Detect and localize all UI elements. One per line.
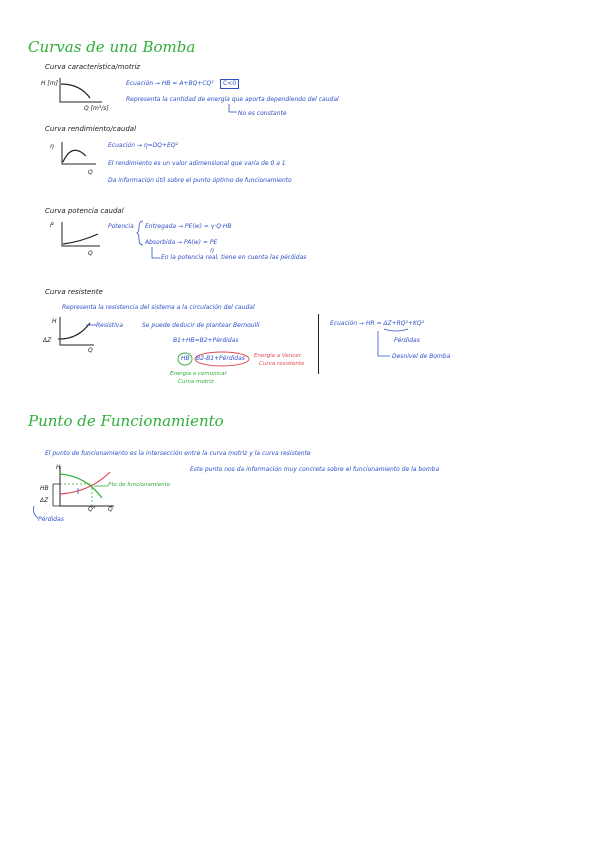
energia-vencer-label: Energía a Vencer — [254, 353, 301, 359]
plot4-resistant-curve — [58, 317, 94, 346]
perdidas-note: Pérdidas — [38, 516, 64, 523]
plot3-x-label: Q — [88, 250, 93, 257]
resistente-description: Representa la resistencia del sistema a … — [62, 304, 255, 311]
equation-annotation-arrows — [377, 328, 409, 357]
highlight-ovals — [177, 351, 250, 367]
plot5-q0-label: Q° — [88, 506, 96, 513]
potencia-label: Potencia — [108, 223, 134, 230]
section-heading-resistente: Curva resistente — [45, 288, 103, 296]
plot4-x-label: Q — [88, 347, 93, 354]
section-heading-potencia: Curva potencia caudal — [45, 207, 124, 215]
motriz-note: No es constante — [238, 110, 287, 117]
arrow-icon — [151, 247, 160, 259]
plot4-y-label: H — [52, 318, 57, 325]
potencia-absorbida: Absorbida → PA(w) = PE — [145, 239, 218, 246]
curva-motriz-label: Curva motriz — [178, 379, 214, 385]
c-negative-box: C<0 — [220, 79, 240, 89]
plot1-x-label: Q [m³/s] — [84, 105, 109, 112]
arrow-icon — [228, 104, 237, 113]
bernoulli-equation: B1+HB=B2+Pérdidas — [173, 337, 239, 344]
potencia-entregada: Entregada → PE(w) = γ·Q·HB — [145, 223, 232, 230]
potencia-note: En la potencia real, tiene en cuenta las… — [161, 254, 307, 261]
rendimiento-line2: Da información útil sobre el punto óptim… — [108, 177, 292, 184]
arrow-icon — [86, 324, 96, 326]
potencia-denominator: η — [210, 247, 214, 254]
plot3-y-label: P — [50, 222, 54, 229]
plot2-y-label: η — [50, 143, 54, 150]
section-heading-rendimiento: Curva rendimiento/caudal — [45, 125, 137, 133]
plot5-hb-label: HB — [40, 485, 49, 492]
plot4-dz-label: ΔZ — [43, 337, 52, 344]
energia-comunicar-label: Energía a comunicar — [170, 371, 227, 377]
arrow-icon — [33, 505, 39, 519]
plot2-x-label: Q — [88, 169, 93, 176]
plot5-dz-label: ΔZ — [40, 497, 49, 504]
brace-icon — [136, 220, 144, 246]
funcionamiento-description: El punto de funcionamiento es la interse… — [45, 450, 311, 457]
pto-funcionamiento-label: Pto de funcionamiento — [108, 482, 171, 488]
plot5-x-label: Q — [108, 506, 113, 513]
page-title: Curvas de una Bomba — [28, 38, 196, 56]
section-title-funcionamiento: Punto de Funcionamiento — [28, 412, 224, 430]
resistiva-label: Resistiva — [96, 322, 124, 329]
plot5-y-label: H — [56, 464, 61, 471]
section-divider — [318, 314, 319, 374]
desnivel-label: Desnivel de Bomba — [392, 353, 451, 360]
plot5-operating-point — [52, 466, 114, 507]
section-heading-caracteristica: Curva característica/motriz — [45, 63, 141, 71]
rendimiento-line1: El rendimiento es un valor adimensional … — [108, 160, 286, 167]
equation-motriz: Ecuación → HB = A+BQ+CQ² — [126, 80, 214, 87]
plot3-power-curve — [61, 222, 100, 247]
equation-resistente: Ecuación → HR = ΔZ+RQ²+KQ² — [330, 320, 425, 327]
funcionamiento-description2: Este punto nos da información muy concre… — [190, 466, 440, 473]
plot2-efficiency-curve — [61, 142, 96, 165]
arrow-icon — [94, 485, 108, 487]
motriz-description: Representa la cantidad de energía que ap… — [126, 96, 339, 103]
bernoulli-rhs: B2-B1+Pérdidas — [196, 355, 245, 362]
plot1-y-label: H [m] — [41, 80, 58, 87]
curva-resistente-label: Curva resistente — [259, 361, 305, 367]
perdidas-label: Pérdidas — [394, 337, 420, 344]
plot1-characteristic-curve — [59, 78, 102, 103]
hb-label: HB — [181, 355, 190, 362]
bernoulli-note: Se puede deducir de plantear Bernoulli — [142, 322, 260, 329]
equation-rendimiento: Ecuación → η=DQ+EQ² — [108, 142, 178, 149]
